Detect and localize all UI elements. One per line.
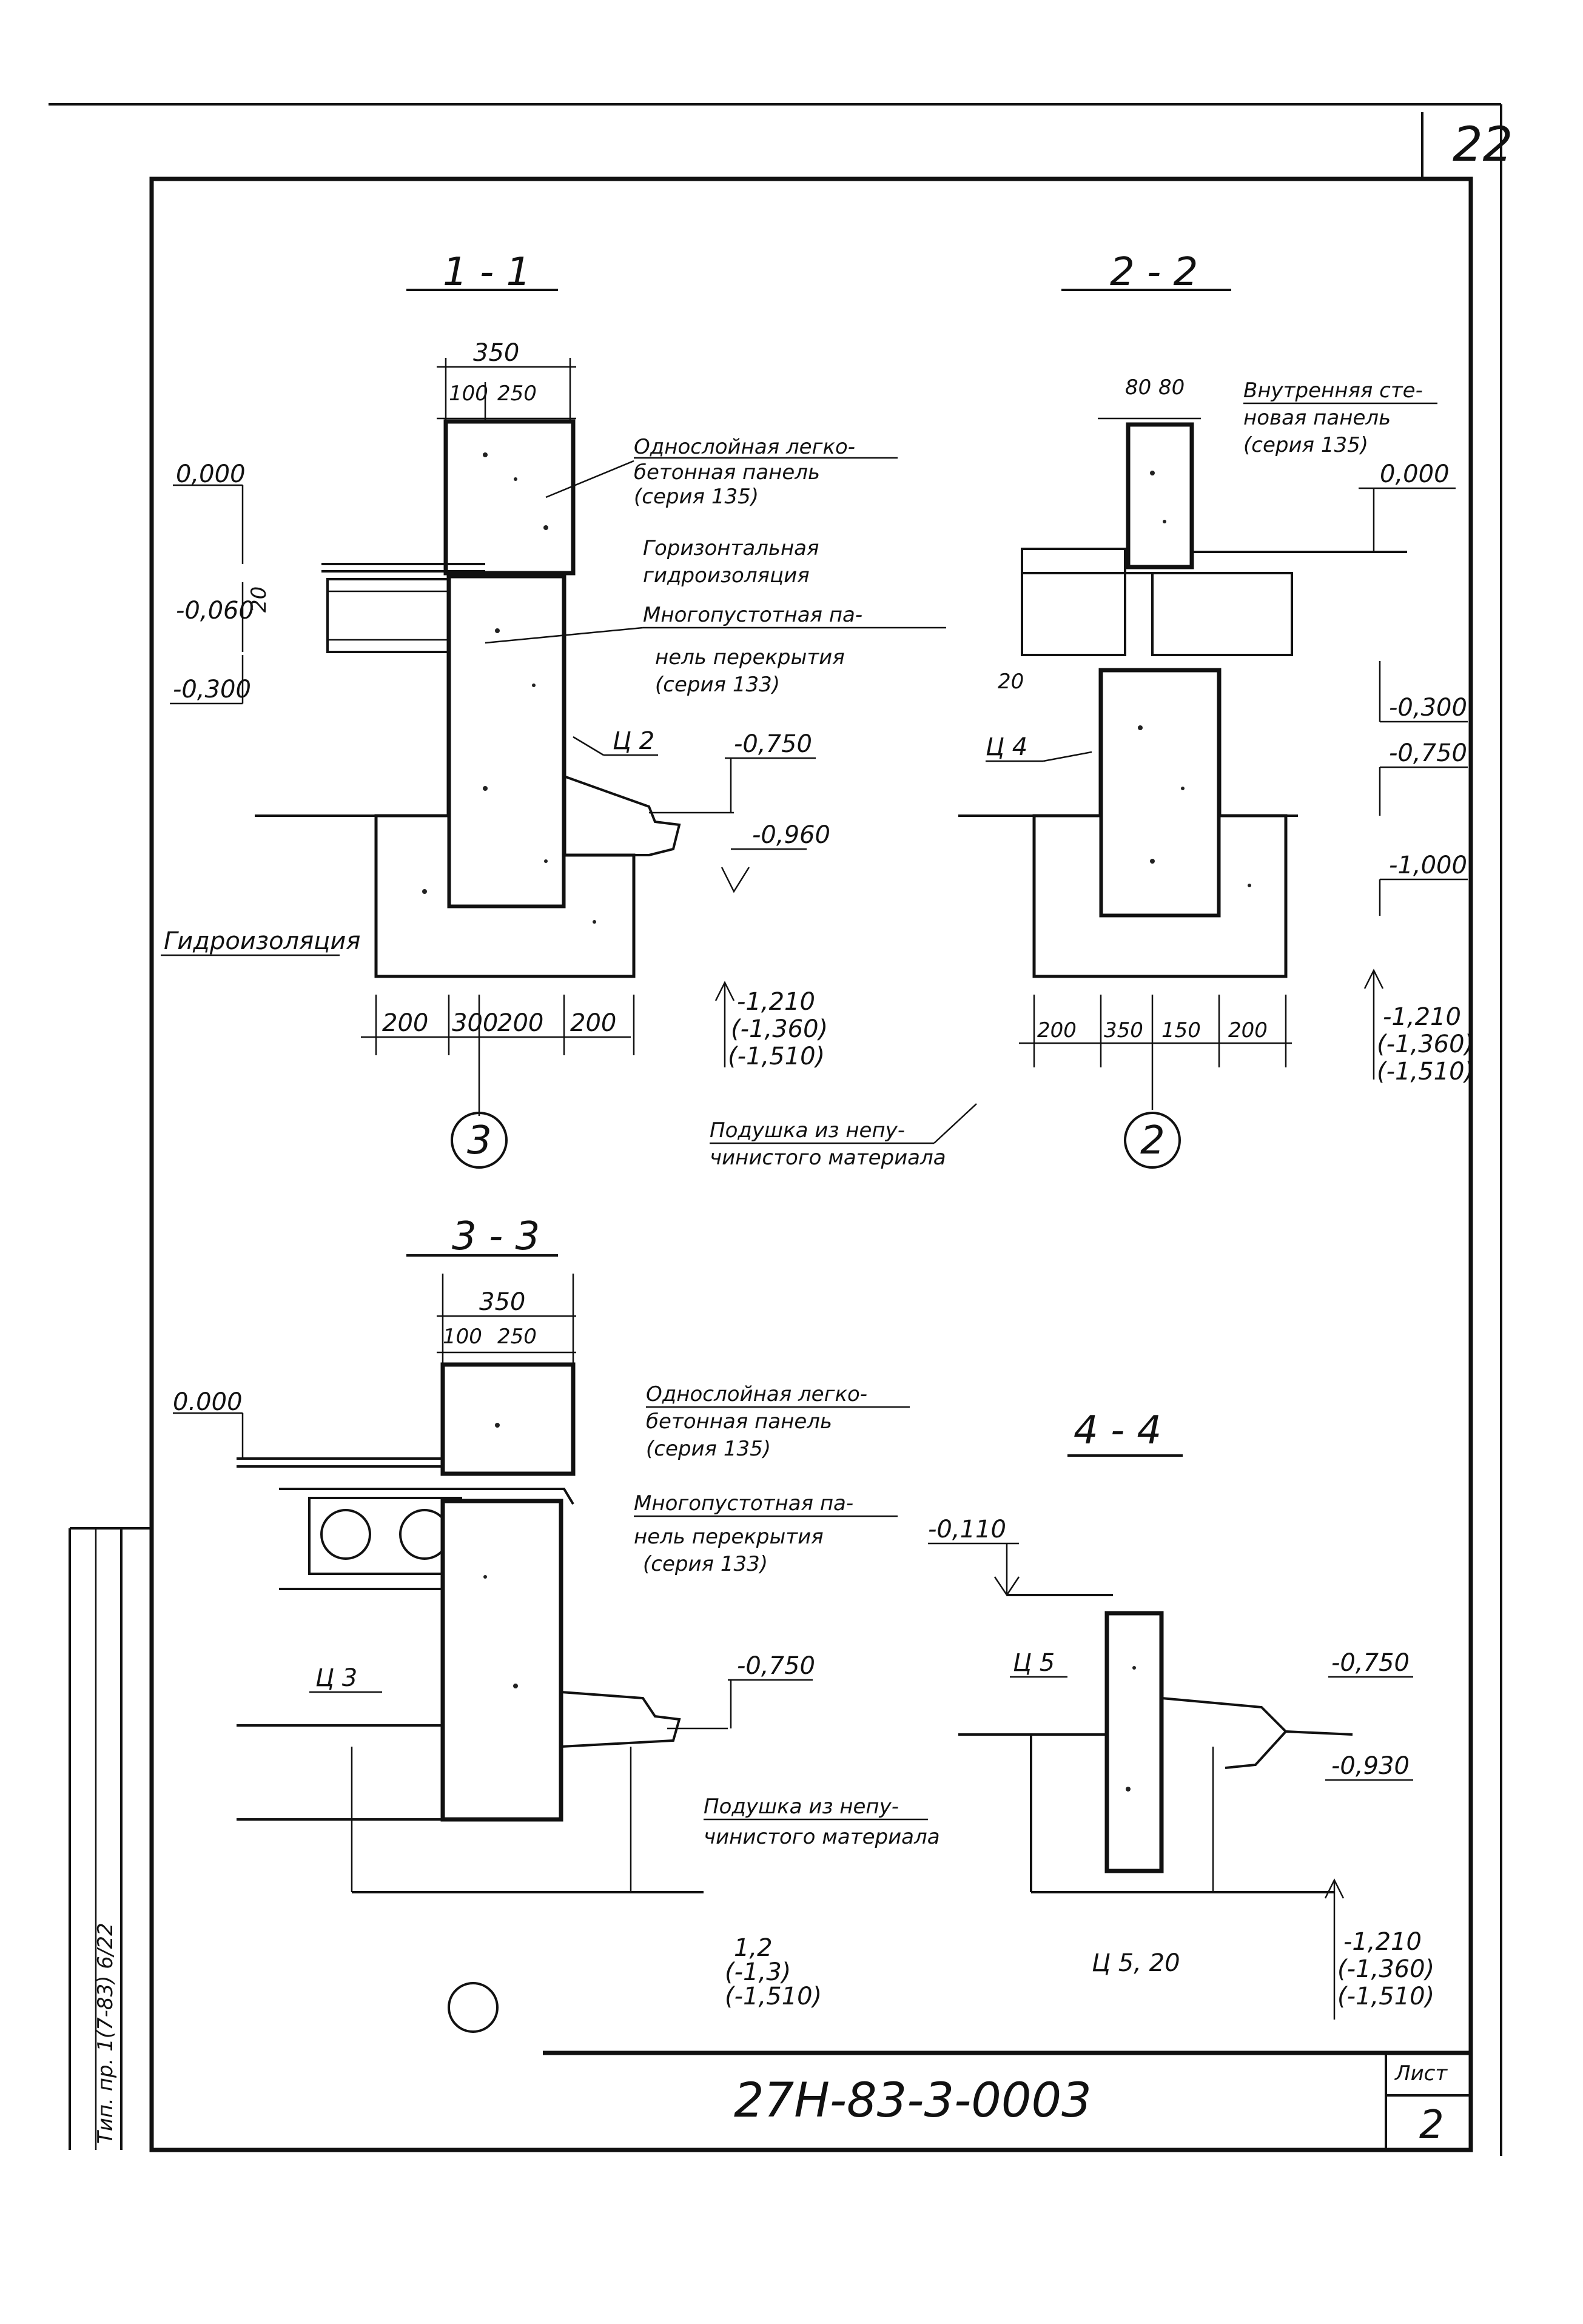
s1-cushion-2: чинистого материала xyxy=(710,1146,946,1170)
s4-note: Ц 5, 20 xyxy=(1092,1949,1180,1977)
document-code: 27Н-83-3-0003 xyxy=(734,2074,1092,2128)
s1-el-4: -0,960 xyxy=(752,821,830,849)
s1-el-3: -0,750 xyxy=(734,730,812,758)
s2-el-0: 0,000 xyxy=(1380,460,1450,488)
s1-callout-panel-2: бетонная панель xyxy=(634,460,820,485)
section-1-1-title: 1 - 1 xyxy=(443,250,531,295)
s1-el-0: 0,000 xyxy=(176,460,246,488)
s4-el-1: -0,750 xyxy=(1331,1649,1410,1677)
s2-el-1: -0,300 xyxy=(1389,694,1467,722)
s1-node: Ц 2 xyxy=(613,727,654,755)
sheet-frame xyxy=(49,103,1502,2156)
s2-bel-1: -1,210 xyxy=(1383,1003,1461,1031)
s3-dim-part-2: 250 xyxy=(497,1325,537,1349)
s4-bel-2: (-1,360) xyxy=(1337,1955,1434,1983)
s3-bel-2: (-1,3) xyxy=(725,1958,791,1986)
s3-callout-slab-3: (серия 133) xyxy=(643,1552,768,1576)
s2-node: Ц 4 xyxy=(986,733,1027,761)
section-1-1: 1 - 1 350 100 250 0,000 -0,060 20 -0, xyxy=(161,250,977,1170)
section-3-3: 3 - 3 350 100 250 0.000 -0,750 xyxy=(173,1214,940,2033)
s1-callout-slab-3: (серия 133) xyxy=(655,673,780,697)
s1-dim-part-2: 250 xyxy=(497,381,537,406)
s1-dim-part-1: 100 xyxy=(449,381,488,406)
s1-callout-panel-1: Однослойная легко- xyxy=(634,435,855,459)
section-2-2: 2 - 2 80 80 20 Ц 4 Внутренняя сте- новая… xyxy=(958,250,1474,1169)
s1-bdim-1: 200 xyxy=(382,1009,428,1037)
s1-bdim-4: 200 xyxy=(570,1009,616,1037)
s3-callout-slab-1: Многопустотная па- xyxy=(634,1491,853,1516)
s4-node: Ц 5 xyxy=(1013,1649,1055,1677)
s1-el-1: -0,060 xyxy=(176,597,254,625)
s2-el-2: -0,750 xyxy=(1389,739,1467,767)
s2-dim-20: 20 xyxy=(998,670,1024,694)
s2-dim-1: 80 xyxy=(1125,375,1151,400)
s4-el-0: -0,110 xyxy=(928,1516,1006,1543)
s1-callout-ins-2: гидроизоляция xyxy=(643,563,810,588)
s3-dim-part-1: 100 xyxy=(443,1325,482,1349)
s3-el-1: -0,750 xyxy=(737,1652,815,1680)
s1-el-2: -0,300 xyxy=(173,676,251,704)
s2-axis: 2 xyxy=(1140,1118,1165,1163)
s2-bel-3: (-1,510) xyxy=(1377,1058,1474,1086)
section-3-3-title: 3 - 3 xyxy=(452,1214,540,1259)
s2-el-3: -1,000 xyxy=(1389,851,1467,879)
s3-cushion-1: Подушка из непу- xyxy=(704,1795,899,1819)
s3-bel-1: 1,2 xyxy=(734,1934,773,1962)
s3-dim-total: 350 xyxy=(479,1288,525,1316)
s3-callout-panel-2: бетонная панель xyxy=(646,1409,832,1434)
s1-cushion-1: Подушка из непу- xyxy=(710,1118,905,1143)
s1-dim-20: 20 xyxy=(247,586,271,613)
s2-bdim-3: 150 xyxy=(1161,1018,1201,1043)
s1-bdim-2: 300 xyxy=(452,1009,498,1037)
section-4-4-title: 4 - 4 xyxy=(1074,1408,1161,1453)
s4-bel-3: (-1,510) xyxy=(1337,1983,1434,2010)
s1-callout-ins-1: Горизонтальная xyxy=(643,536,819,560)
s3-callout-panel-1: Однослойная легко- xyxy=(646,1382,867,1406)
section-4-4: 4 - 4 -0,110 Ц 5 -0,750 -0,930 -1,210 (-… xyxy=(928,1408,1434,2020)
sheet-label: Лист xyxy=(1394,2061,1448,2086)
s3-el-0: 0.000 xyxy=(173,1388,243,1416)
s2-dim-2: 80 xyxy=(1158,375,1185,400)
s1-callout-panel-3: (серия 135) xyxy=(634,485,759,509)
section-2-2-title: 2 - 2 xyxy=(1110,250,1198,295)
s4-el-2: -0,930 xyxy=(1331,1752,1410,1780)
s1-bdim-3: 200 xyxy=(497,1009,543,1037)
s2-callout-1: Внутренняя сте- xyxy=(1243,378,1423,403)
s3-callout-panel-3: (серия 135) xyxy=(646,1437,771,1461)
s3-bel-3: (-1,510) xyxy=(725,1983,822,2010)
s1-dim-total: 350 xyxy=(473,339,519,367)
page-number: 22 xyxy=(1453,118,1513,172)
s2-callout-2: новая панель xyxy=(1243,406,1391,430)
side-stamp: Тип. пр. 1(7-83) 6/22 xyxy=(93,1923,118,2144)
s1-bel-2: (-1,360) xyxy=(731,1015,828,1043)
s2-bdim-2: 350 xyxy=(1104,1018,1143,1043)
sheet-number: 2 xyxy=(1419,2103,1444,2148)
s3-cushion-2: чинистого материала xyxy=(704,1825,940,1849)
s1-callout-slab-1: Многопустотная па- xyxy=(643,603,862,627)
s2-callout-3: (серия 135) xyxy=(1243,433,1368,457)
s1-callout-slab-2: нель перекрытия xyxy=(655,645,845,670)
s1-bel-1: -1,210 xyxy=(737,988,815,1016)
s1-bel-3: (-1,510) xyxy=(728,1043,825,1070)
s3-callout-slab-2: нель перекрытия xyxy=(634,1525,824,1549)
s3-node: Ц 3 xyxy=(315,1664,357,1692)
s1-axis: 3 xyxy=(467,1118,492,1163)
s1-waterproofing: Гидроизоляция xyxy=(164,927,360,955)
concrete-hatching xyxy=(422,452,1251,1792)
s2-bdim-1: 200 xyxy=(1037,1018,1077,1043)
s2-bdim-4: 200 xyxy=(1228,1018,1268,1043)
s2-bel-2: (-1,360) xyxy=(1377,1030,1474,1058)
s4-bel-1: -1,210 xyxy=(1343,1928,1422,1956)
